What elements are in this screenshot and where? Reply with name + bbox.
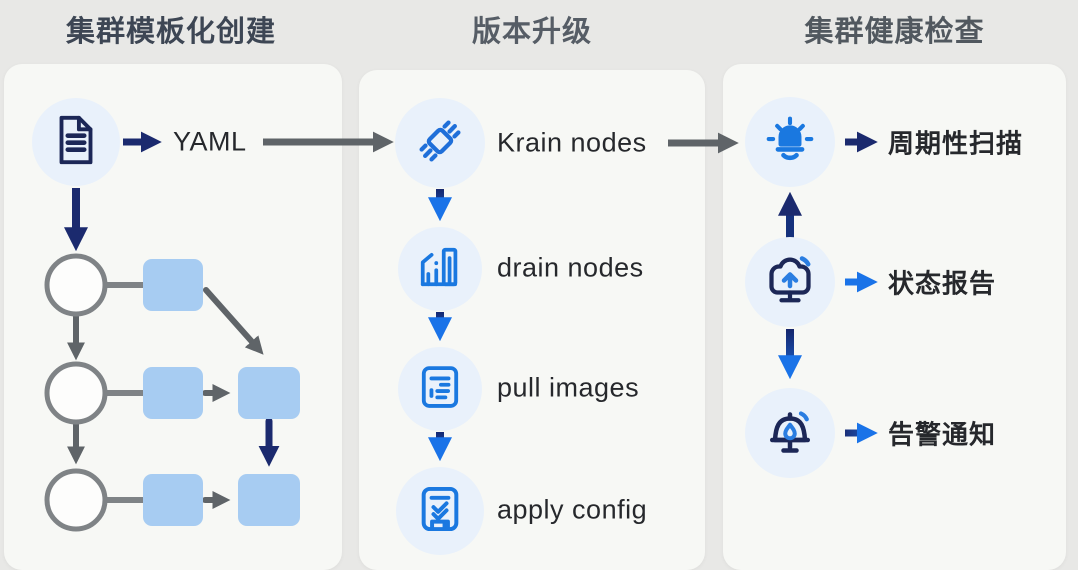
yaml-label: YAML [173,126,247,157]
drain-nodes-node [398,227,482,311]
drain-nodes-label: drain nodes [497,252,644,283]
apply-config-label: apply config [497,494,648,525]
pull-images-label: pull images [497,372,640,403]
save-check-icon [412,481,468,542]
alert-notify-label: 告警通知 [888,419,997,450]
siren-icon [761,111,819,174]
apply-config-node [396,467,484,555]
periodic-scan-node [745,97,835,187]
pull-images-node [398,347,482,431]
alert-notify-node [745,388,835,478]
bar-chart-icon [412,239,468,300]
column-title-template-create: 集群模板化创建 [65,16,276,48]
monitor-upload-icon [760,250,820,315]
document-icon [47,111,105,174]
column-title-version-upgrade: 版本升级 [471,16,592,48]
status-report-label: 状态报告 [888,268,997,299]
periodic-scan-label: 周期性扫描 [888,128,1024,159]
upgrade-tool-icon [410,111,470,176]
krain-nodes-node [395,98,485,188]
template-file-node [32,98,120,186]
krain-nodes-label: Krain nodes [497,127,647,158]
status-report-node [745,237,835,327]
manifest-list-icon [413,360,467,419]
column-title-health-check: 集群健康检查 [804,16,985,48]
alarm-bell-icon [760,401,820,466]
